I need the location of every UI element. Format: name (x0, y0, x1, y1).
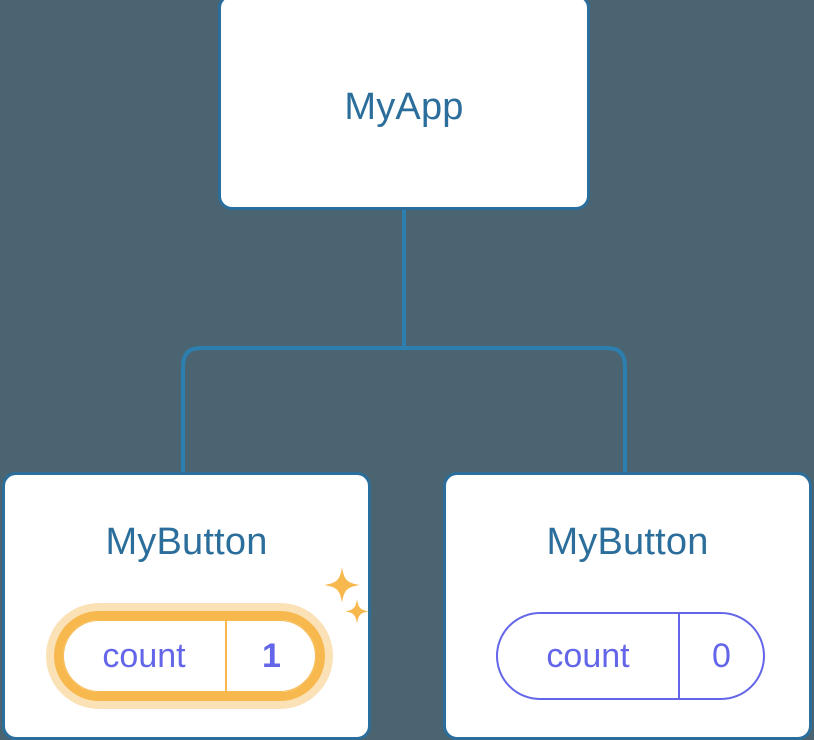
connector-child-bus (181, 346, 627, 472)
state-pill-right-wrapper: count 0 (488, 592, 773, 719)
state-pill-left-key: count (102, 636, 186, 675)
node-myapp[interactable]: MyApp (218, 0, 590, 210)
node-mybutton-left[interactable]: MyButton count 1 (2, 472, 371, 740)
state-pill-left-wrapper: count 1 (35, 592, 344, 719)
state-pill-right-value: 0 (678, 613, 763, 698)
node-mybutton-right[interactable]: MyButton count 0 (443, 472, 812, 740)
node-mybutton-right-title: MyButton (546, 521, 709, 563)
node-myapp-title: MyApp (344, 86, 464, 128)
node-mybutton-left-title: MyButton (105, 521, 268, 563)
state-pill-left-value: 1 (225, 619, 316, 692)
state-pill-count-updated[interactable]: count 1 (54, 610, 325, 701)
sparkle-small-icon (345, 599, 369, 624)
state-pill-right-key: count (546, 636, 630, 675)
state-pill-count-unchanged[interactable]: count 0 (496, 611, 765, 700)
